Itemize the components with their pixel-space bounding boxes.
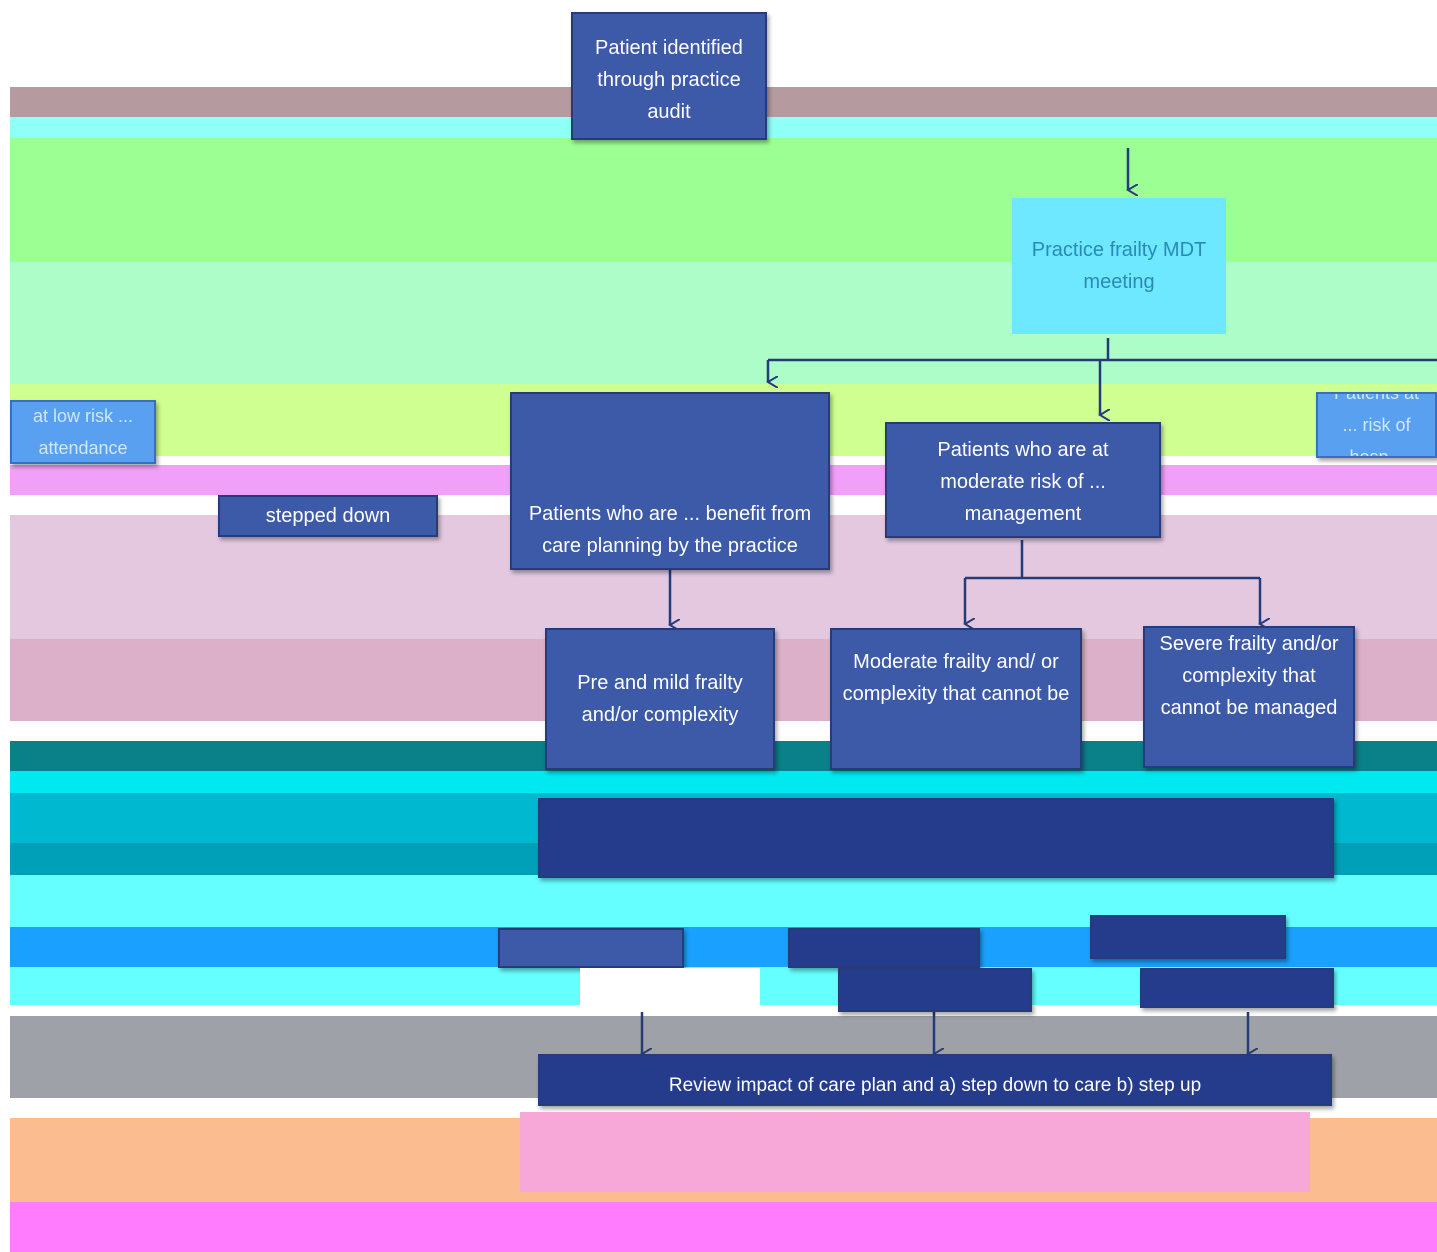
moderate-frailty-box: Moderate frailty and/ or complexity that… xyxy=(830,628,1082,770)
lower-right-box-base xyxy=(1140,968,1334,1008)
moderate-risk-label: Patients who are at moderate risk of ...… xyxy=(937,439,1109,525)
stepped-down-box: stepped down xyxy=(218,495,438,537)
lower-center-box xyxy=(788,928,980,968)
mild-frailty-label: Pre and mild frailty and/or complexity xyxy=(577,672,743,726)
mdt-box: Practice frailty MDT meeting xyxy=(1012,198,1226,334)
care-planning-box: Patients who are ... benefit from care p… xyxy=(510,392,830,570)
lower-center-box-base xyxy=(838,968,1032,1012)
review-box: Review impact of care plan and a) step d… xyxy=(538,1054,1332,1106)
lower-right-box xyxy=(1090,915,1286,959)
mdt-label: Practice frailty MDT meeting xyxy=(1031,239,1207,293)
band-cyan-1 xyxy=(10,771,1437,793)
left-partial-label: at low risk ... attendance xyxy=(32,406,134,458)
review-box-lower xyxy=(520,1112,1310,1192)
band-magenta xyxy=(10,1202,1437,1252)
audit-label: Patient identified through practice audi… xyxy=(595,37,743,123)
right-partial-box: Patients at ... risk of hosp... xyxy=(1316,392,1437,458)
right-partial-label: Patients at ... risk of hosp... xyxy=(1333,392,1420,458)
mild-frailty-box: Pre and mild frailty and/or complexity xyxy=(545,628,775,770)
moderate-frailty-label: Moderate frailty and/ or complexity that… xyxy=(842,651,1070,705)
severe-frailty-box: Severe frailty and/or complexity that ca… xyxy=(1143,626,1355,768)
lower-left-box-base xyxy=(580,968,760,1012)
stepped-down-label: stepped down xyxy=(265,505,391,527)
lower-left-box xyxy=(498,928,684,968)
moderate-risk-box: Patients who are at moderate risk of ...… xyxy=(885,422,1161,538)
care-planning-label: Patients who are ... benefit from care p… xyxy=(528,503,812,557)
review-label: Review impact of care plan and a) step d… xyxy=(668,1075,1202,1096)
severe-frailty-label: Severe frailty and/or complexity that ca… xyxy=(1159,633,1339,719)
wide-bar-box xyxy=(538,798,1334,878)
left-partial-box: at low risk ... attendance xyxy=(10,400,156,464)
audit-box: Patient identified through practice audi… xyxy=(571,12,767,140)
